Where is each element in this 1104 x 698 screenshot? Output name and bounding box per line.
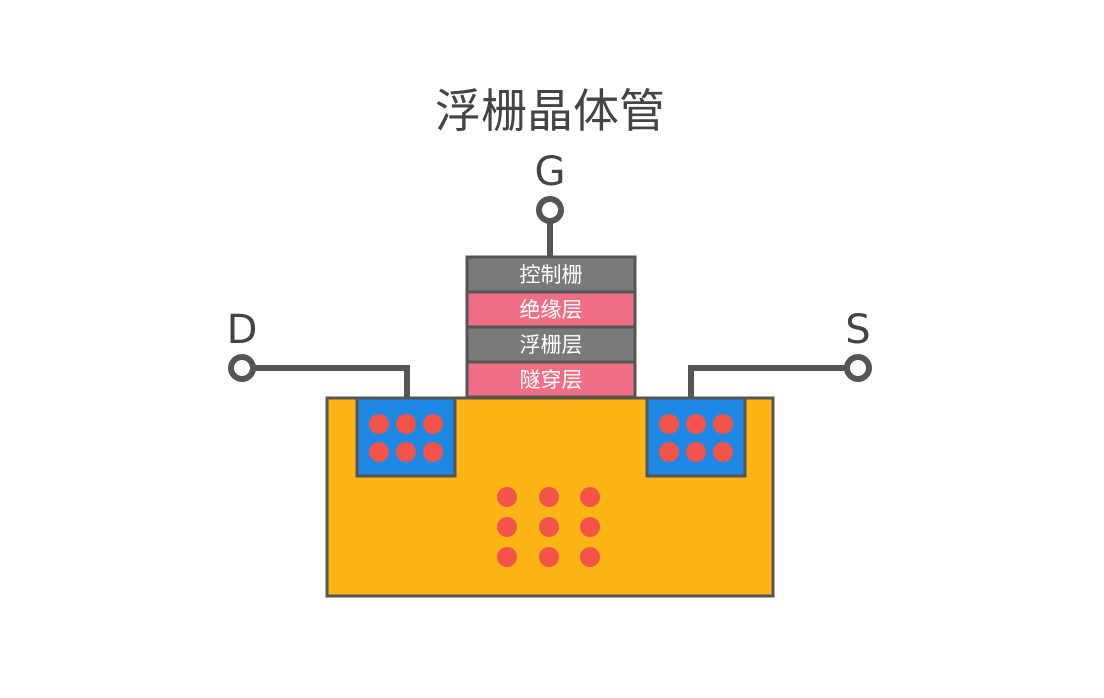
electron — [369, 414, 389, 434]
electron — [580, 547, 600, 567]
source-well — [645, 396, 747, 478]
electron — [539, 487, 559, 507]
electron — [396, 442, 416, 462]
drain-well — [355, 396, 457, 478]
source-label: S — [845, 307, 870, 353]
electron — [713, 414, 733, 434]
layer-floating-gate-label: 浮栅层 — [520, 333, 583, 357]
drain-terminal-icon — [228, 354, 256, 382]
electron — [396, 414, 416, 434]
electron — [713, 442, 733, 462]
layer-control-gate-label: 控制栅 — [520, 263, 583, 287]
electron — [580, 517, 600, 537]
electron — [539, 517, 559, 537]
layer-tunnel-oxide — [465, 360, 637, 399]
source-wire — [688, 365, 846, 398]
electron — [539, 547, 559, 567]
drain-label: D — [227, 307, 258, 353]
gate-terminal-icon — [536, 196, 564, 224]
gate-stack: 控制栅 绝缘层 浮栅层 隧穿层 — [465, 255, 637, 399]
electron — [659, 414, 679, 434]
gate-label: G — [535, 149, 566, 195]
electron — [580, 487, 600, 507]
electron — [497, 487, 517, 507]
diagram-title: 浮栅晶体管 — [435, 84, 665, 138]
layer-insulator-label: 绝缘层 — [520, 298, 583, 322]
electron — [686, 414, 706, 434]
electron — [659, 442, 679, 462]
electron — [686, 442, 706, 462]
source-terminal-icon — [844, 354, 872, 382]
electron — [423, 442, 443, 462]
electron — [497, 547, 517, 567]
electron — [369, 442, 389, 462]
layer-control-gate — [465, 255, 637, 294]
electron — [423, 414, 443, 434]
substrate-electrons — [497, 487, 600, 567]
layer-tunnel-oxide-label: 隧穿层 — [520, 368, 583, 392]
drain-wire — [254, 365, 410, 398]
source-electrons — [659, 414, 733, 462]
electron — [497, 517, 517, 537]
drain-electrons — [369, 414, 443, 462]
